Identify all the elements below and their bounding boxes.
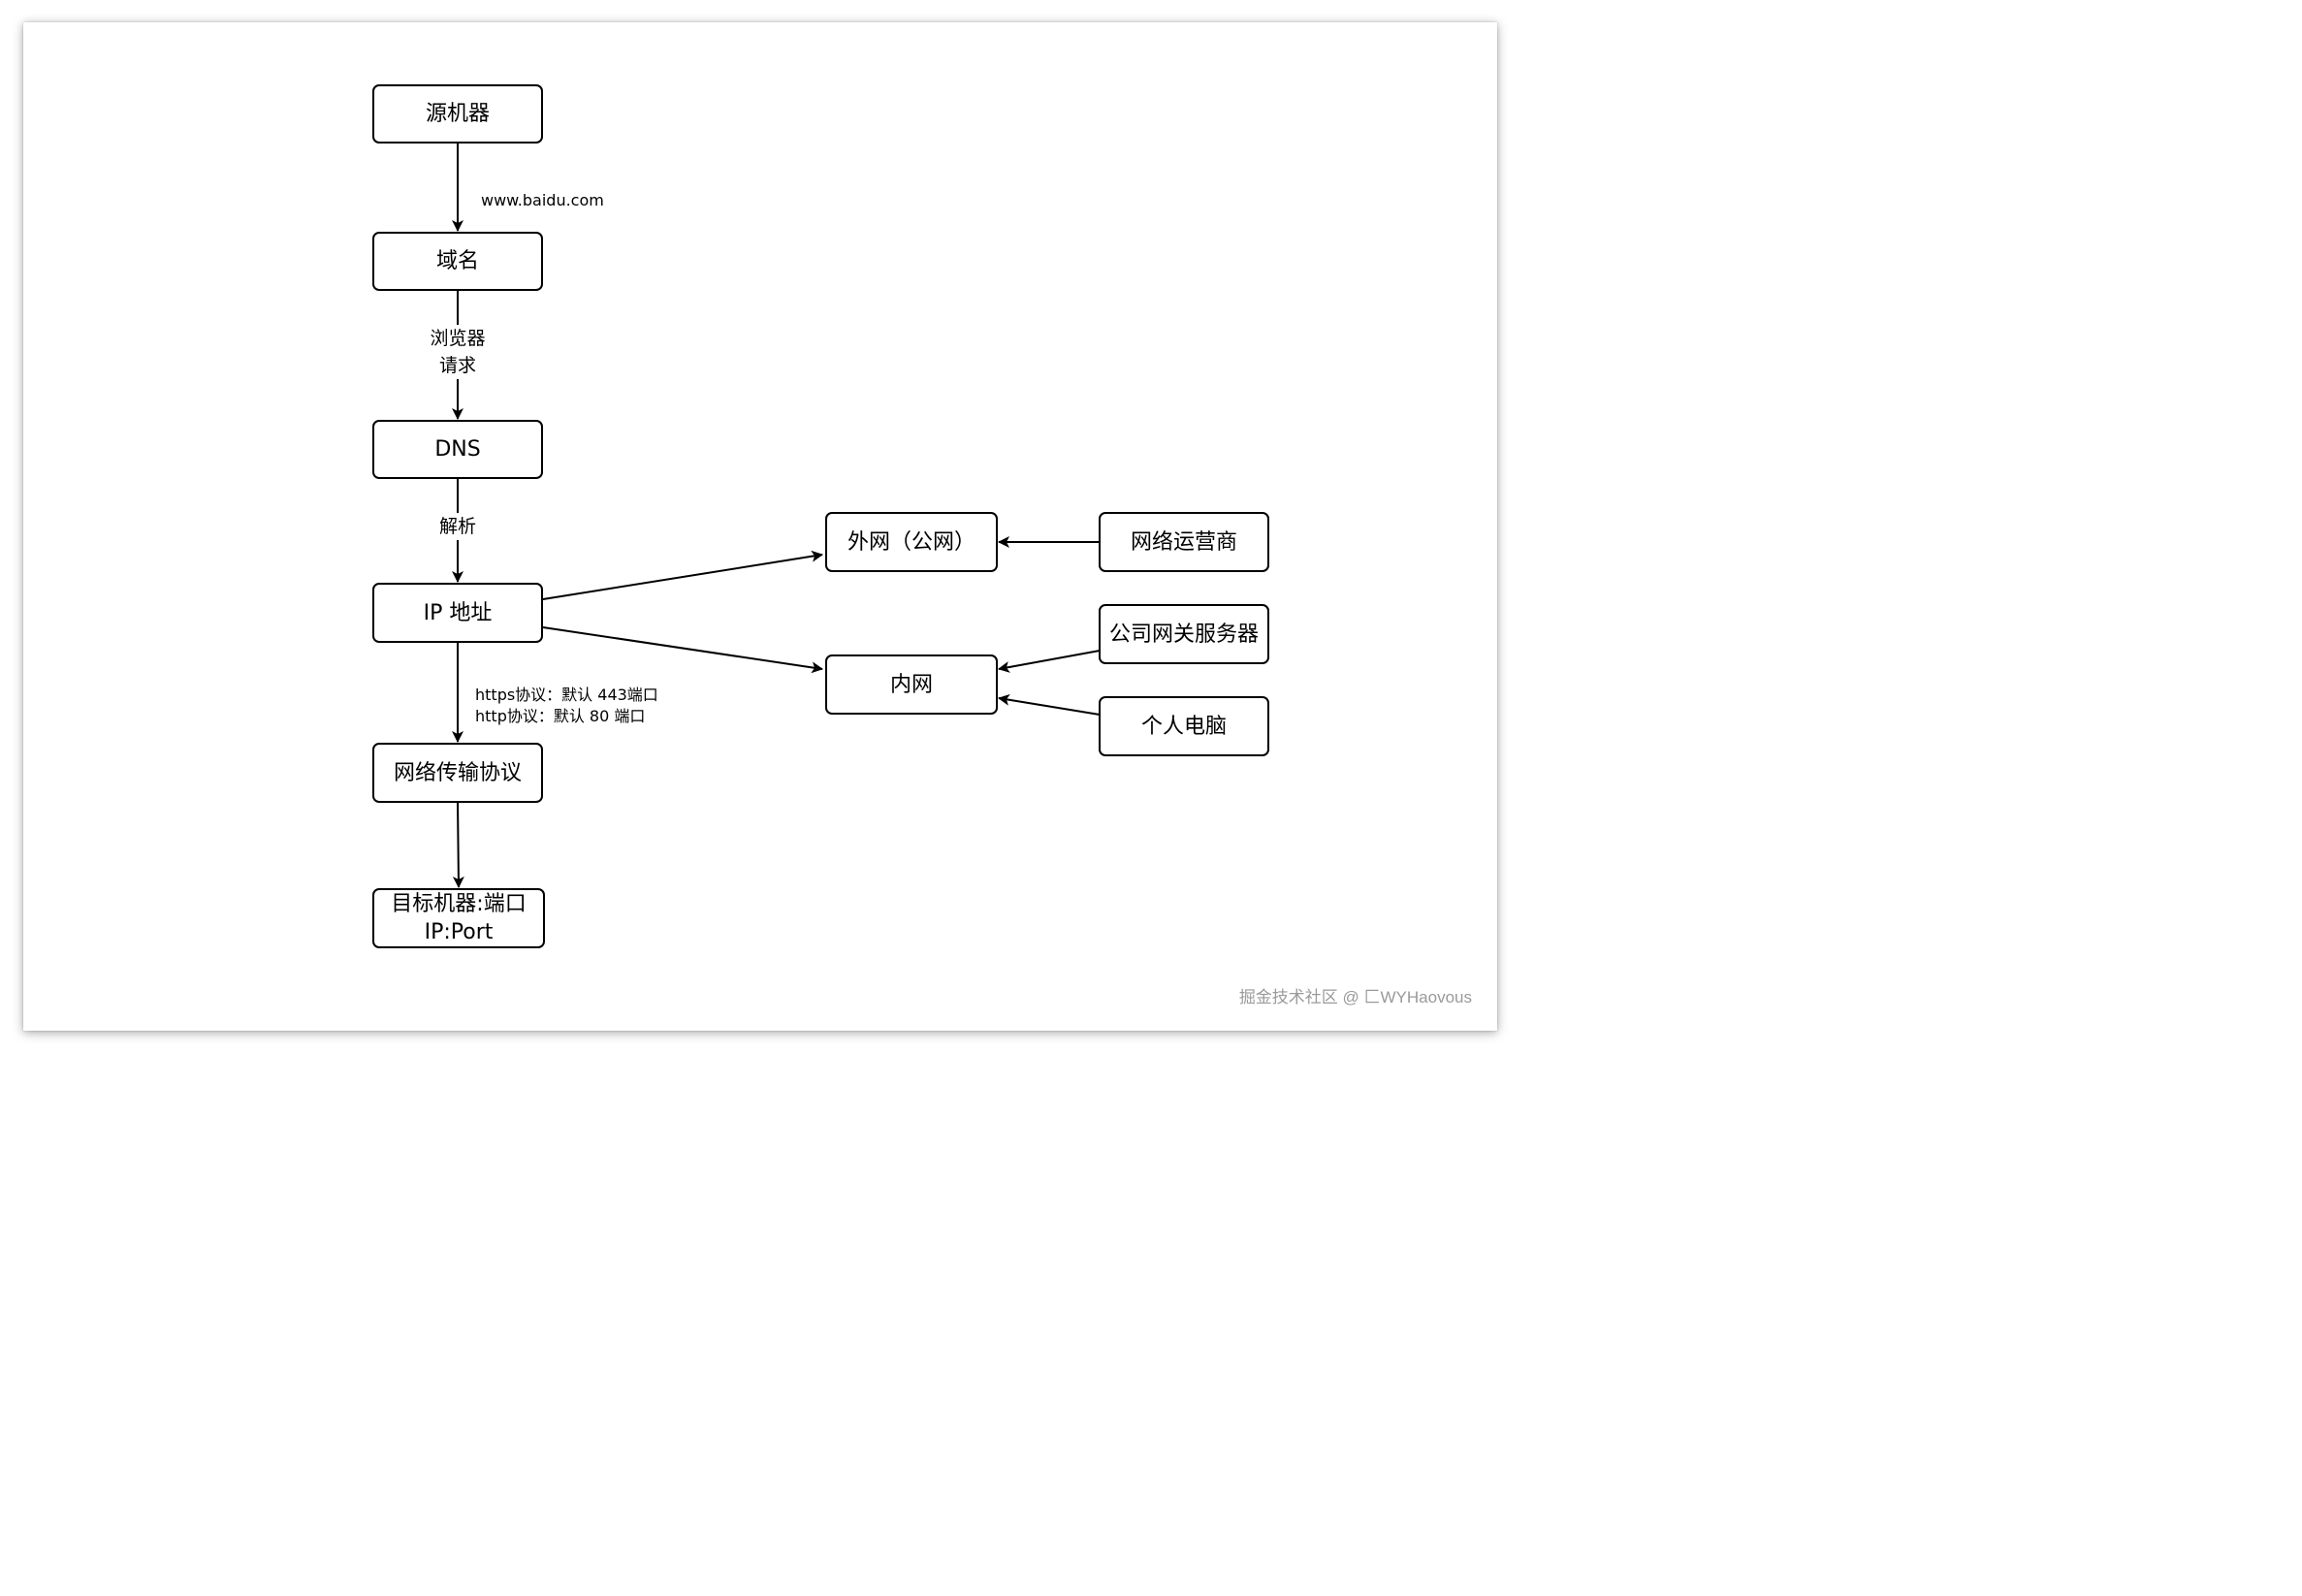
- edge-label-resolve: 解析: [438, 513, 477, 540]
- node-isp-label: 网络运营商: [1130, 529, 1237, 555]
- node-personal-computer: 个人电脑: [1099, 696, 1269, 756]
- edge-ip-to-intranet: [542, 626, 823, 674]
- node-target-machine-line2: IP:Port: [424, 920, 494, 944]
- node-transport-protocol: 网络传输协议: [372, 743, 543, 803]
- edge-label-browser-request-line1: 浏览器: [430, 328, 486, 349]
- node-personal-computer-label: 个人电脑: [1140, 714, 1227, 739]
- edge-label-browser-request-line2: 请求: [438, 355, 477, 376]
- node-target-machine-line1: 目标机器:端口: [391, 892, 527, 916]
- node-source-machine-label: 源机器: [425, 102, 490, 126]
- node-dns: DNS: [372, 420, 543, 479]
- node-domain-name-label: 域名: [435, 249, 479, 273]
- node-dns-label: DNS: [434, 437, 481, 462]
- edge-label-browser-request: 浏览器 请求: [430, 325, 486, 379]
- diagram-canvas: 源机器 域名 DNS IP 地址 网络传输协议 目标机器:端口 IP:Port …: [23, 22, 1497, 1031]
- edges-layer: [452, 143, 1101, 888]
- node-company-gateway-server: 公司网关服务器: [1099, 604, 1269, 664]
- node-company-gateway-server-label: 公司网关服务器: [1108, 622, 1259, 647]
- node-intranet-label: 内网: [889, 672, 933, 697]
- edge-ip-to-public: [542, 550, 823, 600]
- node-transport-protocol-label: 网络传输协议: [393, 760, 522, 785]
- edge-protocol-to-target: [452, 801, 464, 888]
- edge-label-http-port: http协议：默认 80 端口: [475, 707, 646, 725]
- node-intranet: 内网: [825, 654, 998, 715]
- edge-pc-to-intranet: [998, 693, 1101, 716]
- node-public-network: 外网（公网）: [825, 512, 998, 572]
- watermark: 掘金技术社区 @ 匚WYHaovous: [1238, 988, 1472, 1006]
- node-ip-address: IP 地址: [372, 583, 543, 643]
- edge-label-protocol-ports: https协议：默认 443端口 http协议：默认 80 端口: [475, 685, 658, 727]
- edge-label-https-port: https协议：默认 443端口: [475, 686, 658, 704]
- node-isp: 网络运营商: [1099, 512, 1269, 572]
- edge-gateway-to-intranet: [998, 650, 1101, 673]
- edge-label-url: www.baidu.com: [481, 191, 604, 209]
- node-target-machine: 目标机器:端口 IP:Port: [372, 888, 545, 948]
- node-domain-name: 域名: [372, 232, 543, 291]
- node-source-machine: 源机器: [372, 84, 543, 144]
- page: 源机器 域名 DNS IP 地址 网络传输协议 目标机器:端口 IP:Port …: [0, 0, 1520, 1054]
- node-public-network-label: 外网（公网）: [847, 529, 975, 555]
- node-ip-address-label: IP 地址: [423, 600, 493, 625]
